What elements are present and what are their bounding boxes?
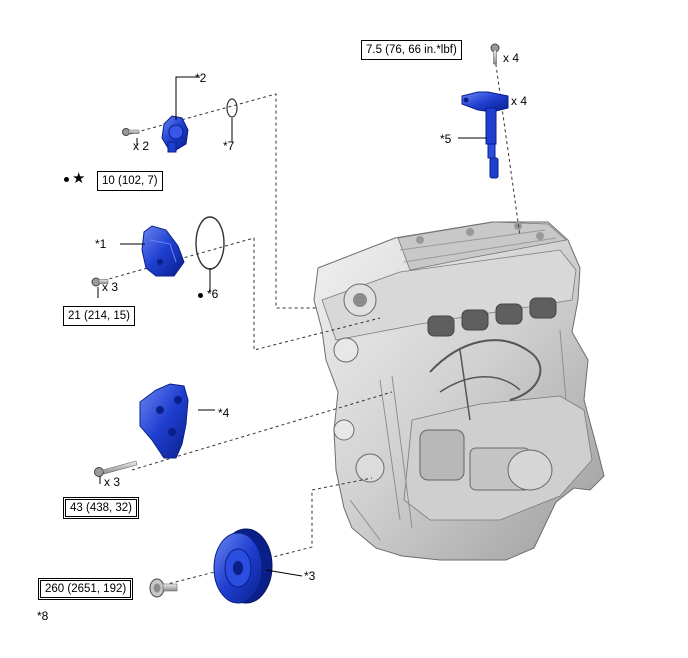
callout-7: *7 xyxy=(223,139,235,153)
guide-line-coil xyxy=(494,57,521,237)
dot-icon xyxy=(198,293,203,298)
callout-6: *6 xyxy=(207,287,219,301)
callout-1: *1 xyxy=(95,237,107,251)
sensor-part xyxy=(161,115,189,153)
qty-coil: x 4 xyxy=(511,94,528,108)
guide-line-pulley xyxy=(163,477,373,586)
callout-4: *4 xyxy=(218,406,230,420)
callout-3: *3 xyxy=(304,569,316,583)
coil-bolt-icon xyxy=(490,43,500,65)
gasket-ring xyxy=(195,216,225,270)
callout-8: *8 xyxy=(37,609,49,623)
callout-2: *2 xyxy=(195,71,207,85)
qty-coil-bolt: x 4 xyxy=(503,51,520,65)
qty-bracket-bolt: x 3 xyxy=(104,475,121,489)
pulley-bolt-icon xyxy=(149,578,178,598)
ignition-coil-part xyxy=(461,91,509,179)
engine-block xyxy=(313,221,605,561)
torque-spec-pulley-bolt: 260 (2651, 192) xyxy=(38,578,134,600)
star-icon: ★ xyxy=(72,169,86,187)
leader-lines xyxy=(97,76,487,577)
bracket-bolt-icon xyxy=(94,460,138,477)
qty-sensor-bolt: x 2 xyxy=(133,139,150,153)
torque-spec-sensor-bolt: 10 (102, 7) xyxy=(97,171,163,191)
callout-5: *5 xyxy=(440,132,452,146)
cover-part xyxy=(141,225,185,277)
bracket-part xyxy=(139,383,189,459)
pulley-part xyxy=(213,528,273,604)
o-ring-small xyxy=(226,98,238,118)
torque-spec-cover-bolt: 21 (214, 15) xyxy=(63,306,136,326)
guide-line-sensor xyxy=(129,93,316,309)
cover-bolt-icon xyxy=(91,277,109,287)
qty-cover-bolt: x 3 xyxy=(102,280,119,294)
torque-spec-bracket-bolt: 43 (438, 32) xyxy=(63,497,140,519)
torque-spec-coil-bolt: 7.5 (76, 66 in.*lbf) xyxy=(361,40,462,60)
dot-icon xyxy=(64,177,69,182)
sensor-bolt-icon xyxy=(122,128,140,136)
guide-line-cover xyxy=(97,237,381,351)
guide-lines xyxy=(97,57,521,586)
